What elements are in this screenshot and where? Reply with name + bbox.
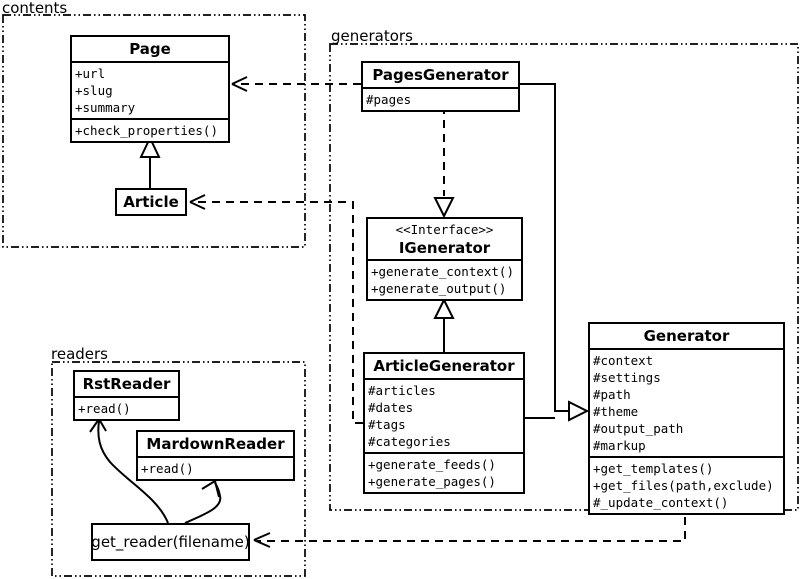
class-rstreader-methods: +read() xyxy=(75,398,178,419)
package-label-contents: contents xyxy=(2,0,68,17)
class-article: Article xyxy=(115,188,187,216)
package-readers-border xyxy=(51,361,306,577)
inheritance-generators-generator xyxy=(520,83,590,422)
class-article-title: Article xyxy=(123,193,179,211)
class-method: +generate_pages() xyxy=(368,474,496,489)
dependency-pagesgenerator-page xyxy=(231,76,361,92)
class-generator-attributes: #context #settings #path #theme #output_… xyxy=(590,350,783,458)
class-generator: Generator #context #settings #path #them… xyxy=(588,322,785,515)
class-attribute: #categories xyxy=(368,434,451,449)
class-attribute: #context xyxy=(593,353,654,368)
class-attribute: +slug xyxy=(75,83,113,98)
class-pagesgenerator-title: PagesGenerator xyxy=(363,63,518,89)
class-method: +get_files(path,exclude) xyxy=(593,478,774,493)
class-page: Page +url +slug +summary +check_properti… xyxy=(70,35,230,143)
class-mardownreader: MardownReader +read() xyxy=(136,430,295,481)
class-mardownreader-title: MardownReader xyxy=(138,432,293,458)
class-igenerator-methods: +generate_context() +generate_output() xyxy=(368,261,521,299)
class-page-methods: +check_properties() xyxy=(72,120,228,141)
class-attribute: #settings xyxy=(593,370,661,385)
class-method: +generate_context() xyxy=(371,264,514,279)
class-mardownreader-methods: +read() xyxy=(138,458,293,479)
class-attribute: +url xyxy=(75,66,106,81)
class-attribute: #theme xyxy=(593,404,639,419)
class-attribute: +summary xyxy=(75,100,136,115)
class-attribute: #path xyxy=(593,387,631,402)
class-attribute: #articles xyxy=(368,383,436,398)
realization-pagesgenerator-igenerator xyxy=(433,106,455,219)
class-page-attributes: +url +slug +summary xyxy=(72,63,228,120)
class-igenerator-header: <<Interface>> IGenerator xyxy=(368,219,521,261)
class-method: +generate_output() xyxy=(371,281,507,296)
function-get-reader-label: get_reader(filename) xyxy=(91,533,250,551)
class-igenerator-title: IGenerator xyxy=(398,239,491,257)
class-attribute: #pages xyxy=(366,92,412,107)
class-generator-title: Generator xyxy=(590,324,783,350)
function-get-reader: get_reader(filename) xyxy=(91,523,250,561)
class-attribute: #tags xyxy=(368,417,406,432)
class-igenerator-stereotype: <<Interface>> xyxy=(395,222,494,237)
package-generators-border xyxy=(329,43,799,511)
dependency-articlegenerator-article xyxy=(189,194,363,424)
class-generator-methods: +get_templates() +get_files(path,exclude… xyxy=(590,458,783,513)
class-attribute: #dates xyxy=(368,400,414,415)
class-page-title: Page xyxy=(72,37,228,63)
class-rstreader-title: RstReader xyxy=(75,372,178,398)
class-method: #_update_context() xyxy=(593,495,729,510)
class-rstreader: RstReader +read() xyxy=(73,370,180,421)
package-label-generators: generators xyxy=(331,27,413,45)
class-attribute: #output_path xyxy=(593,421,684,436)
class-method: +generate_feeds() xyxy=(368,457,496,472)
class-articlegenerator-methods: +generate_feeds() +generate_pages() xyxy=(365,454,523,492)
class-articlegenerator-title: ArticleGenerator xyxy=(365,354,523,380)
class-method: +read() xyxy=(78,401,131,416)
inheritance-article-page xyxy=(139,135,161,188)
class-pagesgenerator-attributes: #pages xyxy=(363,89,518,110)
class-pagesgenerator: PagesGenerator #pages xyxy=(361,61,520,112)
class-attribute: #markup xyxy=(593,438,646,453)
class-method: +get_templates() xyxy=(593,461,714,476)
class-method: +read() xyxy=(141,461,194,476)
class-articlegenerator-attributes: #articles #dates #tags #categories xyxy=(365,380,523,454)
class-articlegenerator: ArticleGenerator #articles #dates #tags … xyxy=(363,352,525,494)
inheritance-articlegenerator-igenerator xyxy=(433,297,455,352)
arrow-getreader-rstreader xyxy=(89,418,169,524)
dependency-generator-getreader xyxy=(253,503,686,548)
package-label-readers: readers xyxy=(51,345,108,363)
package-contents-border xyxy=(2,14,306,248)
class-igenerator: <<Interface>> IGenerator +generate_conte… xyxy=(366,217,523,301)
class-method: +check_properties() xyxy=(75,123,218,138)
arrow-getreader-mardownreader xyxy=(184,480,222,524)
